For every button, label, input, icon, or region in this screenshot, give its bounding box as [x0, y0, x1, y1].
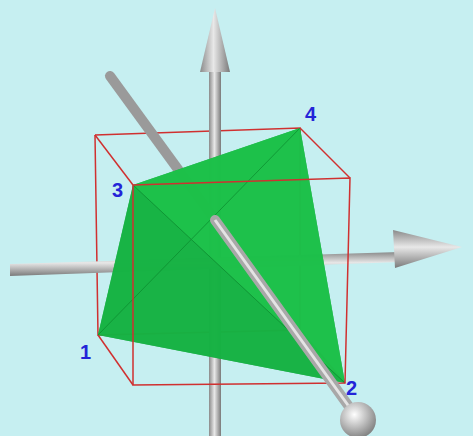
vertex-number: 4: [305, 104, 316, 124]
vertex-number: 1: [80, 342, 91, 362]
vertex-number: 2: [346, 378, 357, 398]
vertex-number: 3: [112, 180, 123, 200]
